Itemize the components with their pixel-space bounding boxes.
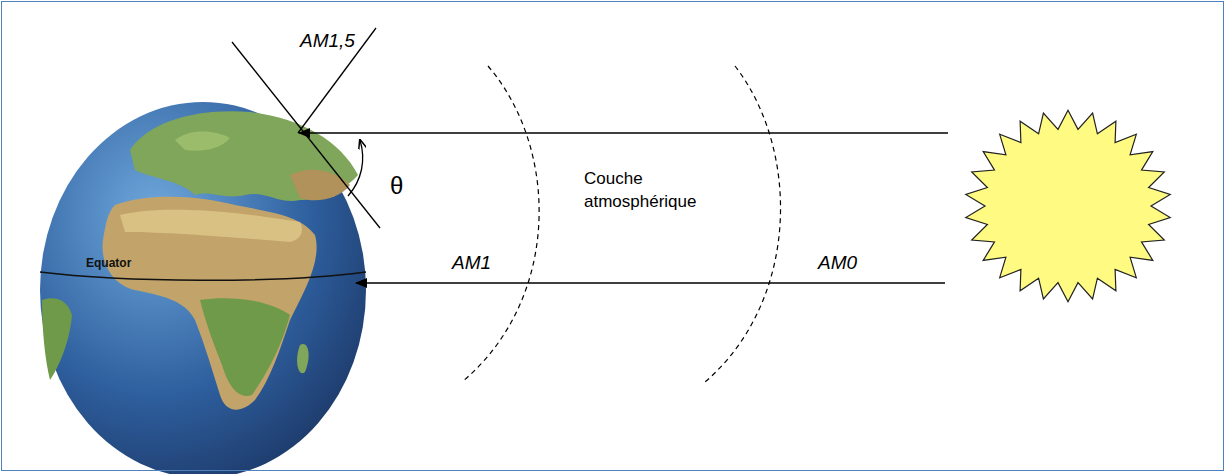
angle-arc bbox=[348, 140, 363, 196]
sun bbox=[966, 110, 1170, 302]
globe bbox=[40, 102, 366, 474]
equator-label: Equator bbox=[86, 256, 131, 270]
air-mass-label: AM0 bbox=[818, 252, 857, 274]
air-mass-label: AM1,5 bbox=[300, 30, 355, 52]
atmosphere-boundary bbox=[462, 66, 539, 382]
angle-symbol: θ bbox=[390, 172, 403, 200]
layer-label: Couche atmosphérique bbox=[584, 168, 709, 214]
plane-line bbox=[232, 42, 380, 228]
sun-ray bbox=[356, 282, 945, 283]
atmosphere-boundary bbox=[705, 66, 781, 382]
plane-line bbox=[298, 28, 376, 133]
air-mass-label: AM1 bbox=[452, 252, 491, 274]
sun-ray bbox=[299, 132, 948, 133]
